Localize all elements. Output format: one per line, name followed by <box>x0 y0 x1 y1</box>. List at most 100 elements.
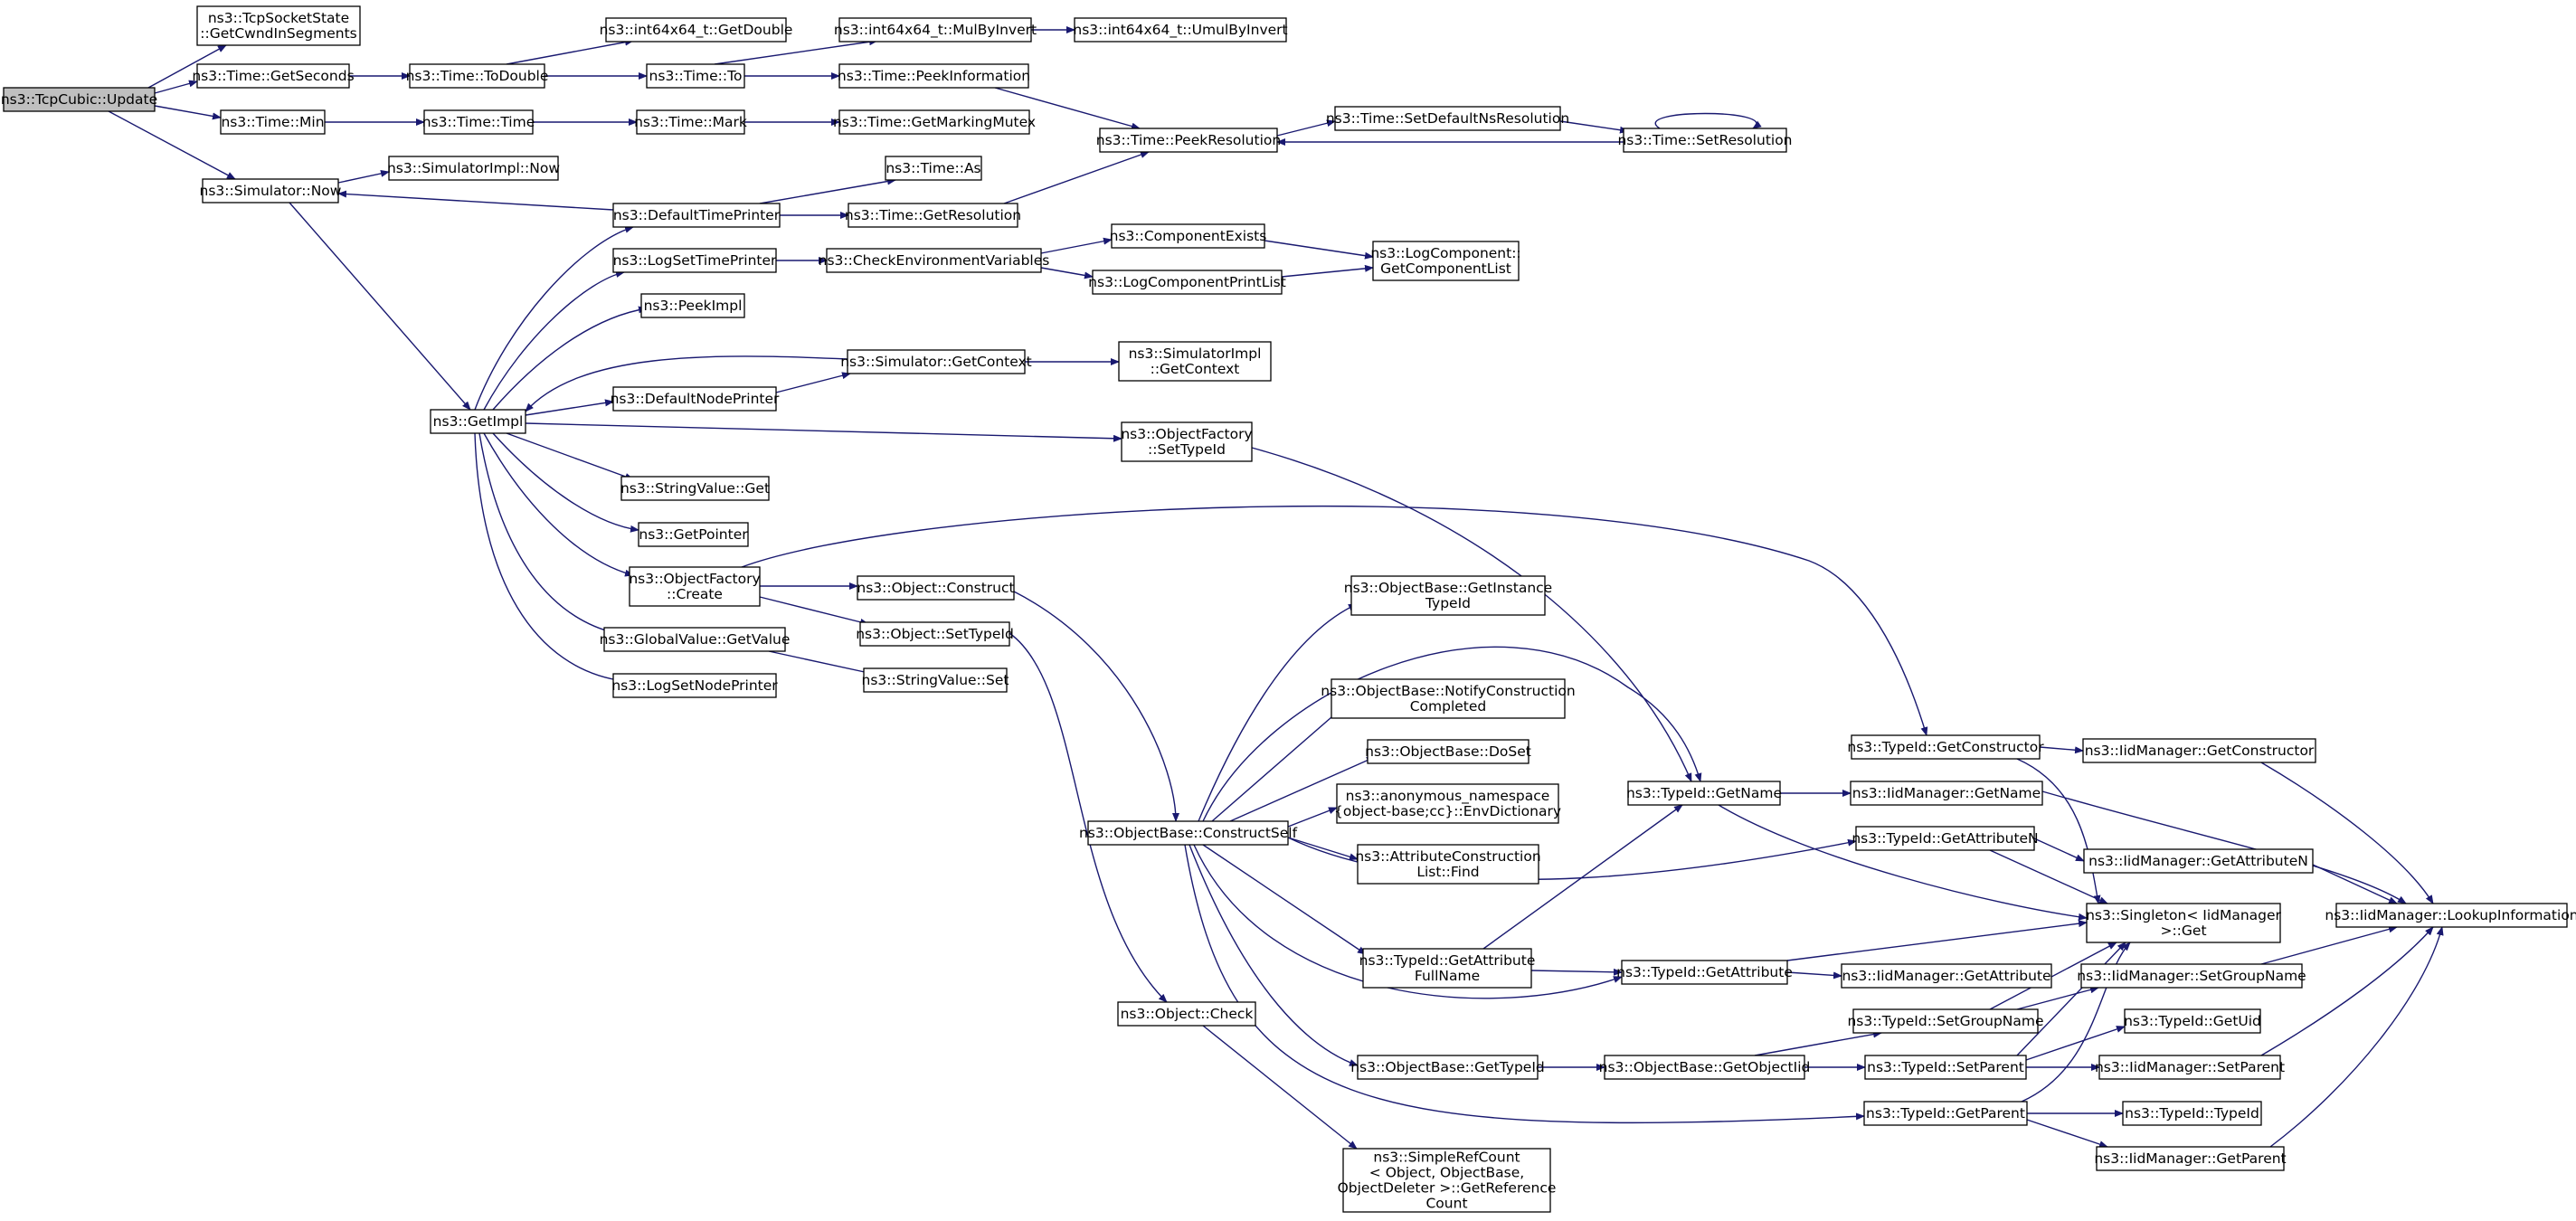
node-logsettimeprinter[interactable]: ns3::LogSetTimePrinter <box>612 248 777 273</box>
node-logsetnodeprinter[interactable]: ns3::LogSetNodePrinter <box>611 673 778 698</box>
call-edge-peekresolution-to-setdefaultnsres <box>1276 119 1336 137</box>
node-tidsetparent[interactable]: ns3::TypeId::SetParent <box>1864 1055 2027 1080</box>
node-imgetparent[interactable]: ns3::IidManager::GetParent <box>2094 1146 2287 1171</box>
node-simgetcontext[interactable]: ns3::Simulator::GetContext <box>840 349 1032 374</box>
call-edge-obconstructself-to-obgettypeid <box>1189 844 1359 1066</box>
node-ofsettypeid[interactable]: ns3::ObjectFactory::SetTypeId <box>1121 421 1253 462</box>
node-imlookupinfo[interactable]: ns3::IidManager::LookupInformation <box>2325 903 2576 928</box>
node-getcomponentlist[interactable]: ns3::LogComponent::GetComponentList <box>1370 241 1521 281</box>
node-box <box>838 109 1030 135</box>
node-box <box>196 63 350 89</box>
node-label: ns3::StringValue::Get <box>620 480 770 497</box>
node-box <box>1336 783 1559 824</box>
node-tidgetname[interactable]: ns3::TypeId::GetName <box>1626 781 1782 806</box>
node-box <box>857 575 1015 601</box>
node-label: ns3::Object::Check <box>1121 1006 1254 1022</box>
node-label: ns3::IidManager::SetGroupName <box>2077 968 2306 984</box>
call-edge-obconstructself-to-tidgetparent <box>1184 844 1865 1124</box>
node-objconstruct[interactable]: ns3::Object::Construct <box>857 575 1015 601</box>
node-tidgetattributen[interactable]: ns3::TypeId::GetAttributeN <box>1852 826 2039 851</box>
node-peekinformation[interactable]: ns3::Time::PeekInformation <box>838 63 1030 89</box>
node-mark[interactable]: ns3::Time::Mark <box>634 109 747 135</box>
node-imgetconstructor[interactable]: ns3::IidManager::GetConstructor <box>2082 738 2316 763</box>
node-stringvalueget[interactable]: ns3::StringValue::Get <box>620 476 770 501</box>
node-simplerefcount[interactable]: ns3::SimpleRefCount< Object, ObjectBase,… <box>1338 1148 1557 1213</box>
node-simimplnow[interactable]: ns3::SimulatorImpl::Now <box>387 156 560 181</box>
call-edge-getimpl-to-ofcreate <box>483 432 634 577</box>
node-tidsetgroupname[interactable]: ns3::TypeId::SetGroupName <box>1847 1008 2044 1034</box>
node-simimplgetcontext[interactable]: ns3::SimulatorImpl::GetContext <box>1118 341 1272 382</box>
call-edge-obconstructself-to-tidgetattrfullname <box>1202 844 1367 955</box>
node-to[interactable]: ns3::Time::To <box>646 63 745 89</box>
node-peekresolution[interactable]: ns3::Time::PeekResolution <box>1096 128 1281 153</box>
node-objcheck[interactable]: ns3::Object::Check <box>1117 1001 1256 1027</box>
node-obdoset[interactable]: ns3::ObjectBase::DoSet <box>1365 739 1531 764</box>
node-label: ns3::GetPointer <box>639 526 748 543</box>
node-tidgetattribute[interactable]: ns3::TypeId::GetAttribute <box>1616 960 1793 985</box>
node-defaultnodeprinter[interactable]: ns3::DefaultNodePrinter <box>611 386 780 412</box>
node-imgetattribute[interactable]: ns3::IidManager::GetAttribute <box>1841 963 2052 989</box>
node-timetime[interactable]: ns3::Time::Time <box>422 109 535 135</box>
node-getimpl[interactable]: ns3::GetImpl <box>430 409 526 434</box>
node-setdefaultnsres[interactable]: ns3::Time::SetDefaultNsResolution <box>1326 106 1569 131</box>
node-tidgetconstructor[interactable]: ns3::TypeId::GetConstructor <box>1847 734 2044 760</box>
node-obconstructself[interactable]: ns3::ObjectBase::ConstructSelf <box>1079 820 1298 846</box>
node-imgetname[interactable]: ns3::IidManager::GetName <box>1850 781 2043 806</box>
call-edge-objcheck-to-simplerefcount <box>1202 1025 1358 1150</box>
node-obgetobjecttid[interactable]: ns3::ObjectBase::GetObjectIid <box>1599 1055 1811 1080</box>
node-tidtypeid[interactable]: ns3::TypeId::TypeId <box>2122 1101 2262 1126</box>
node-checkenv[interactable]: ns3::CheckEnvironmentVariables <box>819 248 1050 273</box>
call-edge-simgetcontext-to-getimpl <box>525 355 848 412</box>
node-imsetgroupname[interactable]: ns3::IidManager::SetGroupName <box>2077 963 2306 989</box>
node-label: GetComponentList <box>1380 260 1511 277</box>
call-edge-tidgetattribute-to-singletonget <box>1786 920 2088 961</box>
node-stringvalueset[interactable]: ns3::StringValue::Set <box>862 667 1009 693</box>
call-edge-obconstructself-to-obdoset <box>1229 756 1376 822</box>
node-envdictionary[interactable]: ns3::anonymous_namespace{object-base;cc}… <box>1334 783 1561 824</box>
node-getseconds[interactable]: ns3::Time::GetSeconds <box>192 63 355 89</box>
node-objsettypeid[interactable]: ns3::Object::SetTypeId <box>856 621 1014 647</box>
node-logcomponentprintlist[interactable]: ns3::LogComponentPrintList <box>1088 270 1286 295</box>
node-int64getdouble[interactable]: ns3::int64x64_t::GetDouble <box>600 17 793 43</box>
node-box <box>646 63 745 89</box>
node-timeas[interactable]: ns3::Time::As <box>885 156 982 181</box>
node-obgettypeid[interactable]: ns3::ObjectBase::GetTypeId <box>1350 1055 1545 1080</box>
node-label: ns3::TypeId::GetConstructor <box>1847 739 2044 755</box>
node-componentexists[interactable]: ns3::ComponentExists <box>1110 223 1267 249</box>
node-getresolution[interactable]: ns3::Time::GetResolution <box>845 203 1021 228</box>
call-edge-update-to-min <box>154 105 222 120</box>
node-mulbyinvert[interactable]: ns3::int64x64_t::MulByInvert <box>834 17 1037 43</box>
node-defaulttimeprinter[interactable]: ns3::DefaultTimePrinter <box>612 203 781 228</box>
node-setresolution[interactable]: ns3::Time::SetResolution <box>1617 128 1793 153</box>
call-edge-tidgetparent-to-imgetparent <box>2026 1119 2108 1148</box>
node-imsetparent[interactable]: ns3::IidManager::SetParent <box>2095 1055 2285 1080</box>
node-box <box>838 17 1032 43</box>
node-tidgetparent[interactable]: ns3::TypeId::GetParent <box>1863 1101 2028 1126</box>
node-peekimpl[interactable]: ns3::PeekImpl <box>640 293 745 318</box>
node-ofcreate[interactable]: ns3::ObjectFactory::Create <box>629 566 761 607</box>
node-tidgetuid[interactable]: ns3::TypeId::GetUid <box>2124 1008 2261 1034</box>
node-getpointer[interactable]: ns3::GetPointer <box>638 522 749 547</box>
node-label: ns3::IidManager::LookupInformation <box>2325 907 2576 923</box>
node-box <box>1331 678 1566 719</box>
node-box <box>863 667 1008 693</box>
node-min[interactable]: ns3::Time::Min <box>220 109 326 135</box>
node-box <box>1111 223 1265 249</box>
call-edge-objsettypeid-to-objcheck <box>1009 632 1168 1003</box>
node-getmarkingmutex[interactable]: ns3::Time::GetMarkingMutex <box>833 109 1036 135</box>
node-box <box>638 522 749 547</box>
call-edge-getimpl-to-stringvalueget <box>506 432 634 480</box>
node-todouble[interactable]: ns3::Time::ToDouble <box>406 63 549 89</box>
node-simnow[interactable]: ns3::Simulator::Now <box>200 178 342 204</box>
node-update[interactable]: ns3::TcpCubic::Update <box>1 87 157 112</box>
node-umulbyinvert[interactable]: ns3::int64x64_t::UmulByInvert <box>1073 17 1288 43</box>
node-singletonget[interactable]: ns3::Singleton< IidManager >::Get <box>2086 903 2282 943</box>
node-getcwnd[interactable]: ns3::TcpSocketState::GetCwndInSegments <box>196 5 361 46</box>
node-box <box>2122 1101 2262 1126</box>
node-imgetattributen[interactable]: ns3::IidManager::GetAttributeN <box>2083 848 2314 874</box>
node-gvgetvalue[interactable]: ns3::GlobalValue::GetValue <box>600 627 791 652</box>
node-obnotifyconstruction[interactable]: ns3::ObjectBase::NotifyConstructionCompl… <box>1321 678 1576 719</box>
